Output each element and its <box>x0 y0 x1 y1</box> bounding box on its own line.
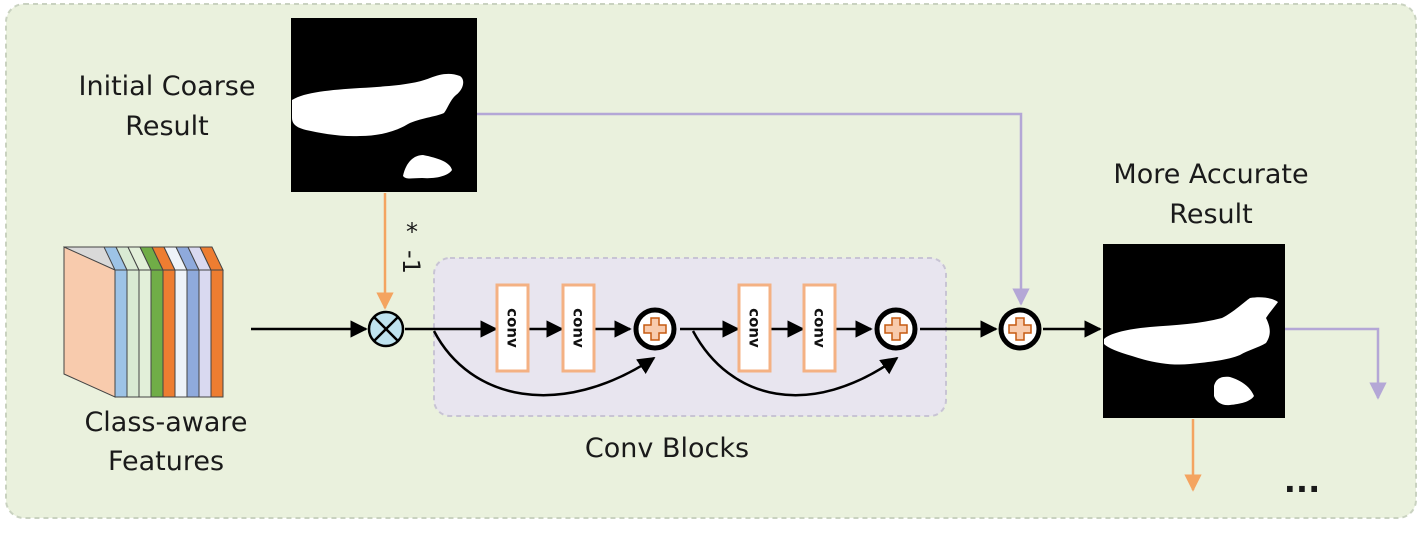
conv-unit-label: conv <box>746 308 764 348</box>
output-arrow-lavender <box>1285 327 1387 400</box>
feature-slice <box>174 269 188 398</box>
conv-unit-label: conv <box>811 308 829 348</box>
multiplier-value: -1 <box>397 250 425 274</box>
conv-unit: conv <box>561 283 596 373</box>
add-node <box>998 307 1042 351</box>
conv-blocks-label: Conv Blocks <box>585 433 749 464</box>
residual-curve-2 <box>691 330 899 397</box>
feature-slice <box>186 269 200 398</box>
feature-slice <box>198 269 212 398</box>
initial-coarse-mask <box>291 18 477 192</box>
conv-unit: conv <box>737 283 772 373</box>
feature-slice <box>150 269 164 398</box>
multiplier-star: * <box>406 218 418 246</box>
multiply-node <box>367 310 405 348</box>
features-label-line1: Class-aware <box>84 407 247 438</box>
conv-unit: conv <box>495 283 530 373</box>
add-node <box>874 307 918 351</box>
accurate-label-line2: Result <box>1169 199 1252 230</box>
feature-slice <box>210 269 224 398</box>
add-node <box>633 307 677 351</box>
accurate-result-mask <box>1103 244 1285 418</box>
feature-slice <box>126 269 140 398</box>
residual-curve-1 <box>432 330 656 397</box>
add-nodes <box>633 307 1042 351</box>
conv-unit-label: conv <box>570 308 588 348</box>
feature-slice <box>162 269 176 398</box>
skip-arrow-lavender <box>477 112 1030 306</box>
initial-label-line1: Initial Coarse <box>79 71 256 102</box>
conv-unit-label: conv <box>504 308 522 348</box>
features-label-line2: Features <box>108 446 224 477</box>
ellipsis: ... <box>1284 462 1320 500</box>
feature-stack <box>63 246 224 398</box>
conv-units: conv conv conv conv <box>495 283 837 373</box>
feature-slice <box>114 269 128 398</box>
accurate-label-line1: More Accurate <box>1113 159 1308 190</box>
conv-unit: conv <box>802 283 837 373</box>
initial-label-line2: Result <box>125 111 208 142</box>
feature-slice <box>138 269 152 398</box>
